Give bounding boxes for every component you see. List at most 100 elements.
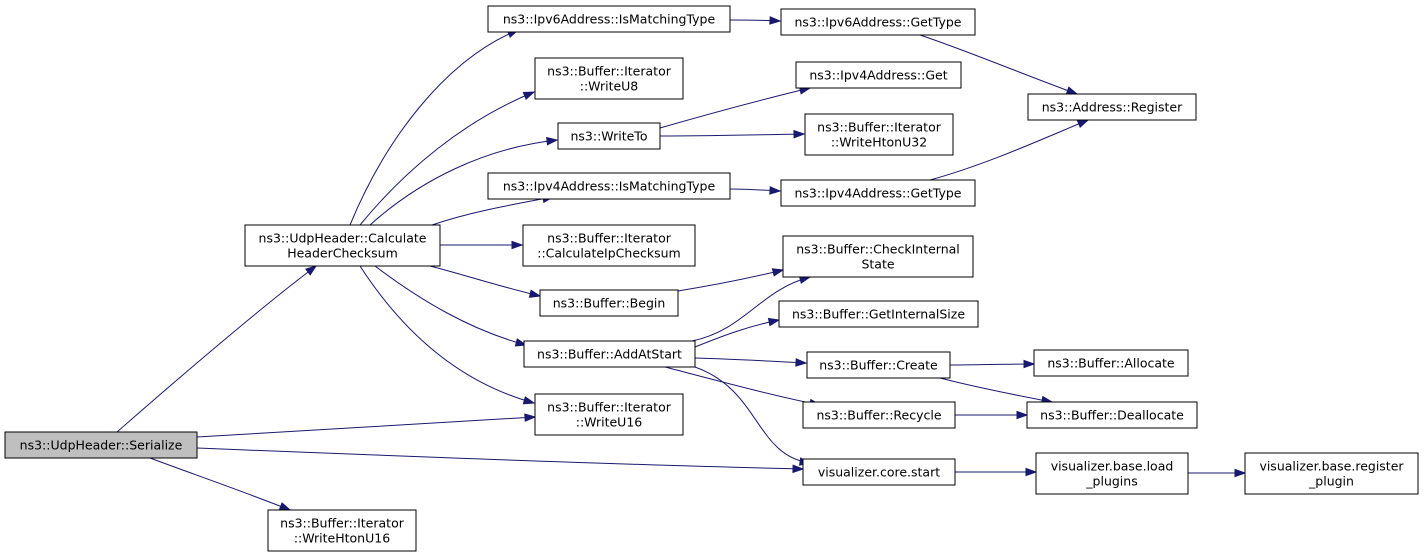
node-label: ns3::Ipv4Address::IsMatchingType [503, 179, 716, 194]
node-writeu8[interactable]: ns3::Buffer::Iterator::WriteU8 [534, 57, 684, 100]
node-label: ns3::WriteTo [571, 129, 648, 144]
edge-line [196, 447, 804, 470]
node-label: ns3::Buffer::CheckInternal [796, 242, 960, 257]
edge-line [349, 29, 519, 226]
node-box [557, 122, 661, 150]
node-box [780, 179, 976, 207]
arrowhead-icon [524, 413, 537, 422]
arrowhead-icon [522, 396, 536, 405]
node-writehtonu32[interactable]: ns3::Buffer::Iterator::WriteHtonU32 [804, 113, 954, 156]
node-getinternalsize[interactable]: ns3::Buffer::GetInternalSize [778, 300, 979, 328]
edge-calcsum-to-ipv4match [431, 194, 555, 226]
node-writeu16[interactable]: ns3::Buffer::Iterator::WriteU16 [534, 393, 684, 436]
node-box [804, 113, 954, 156]
node-label: ::WriteU8 [580, 79, 639, 94]
node-writehtonu16[interactable]: ns3::Buffer::Iterator::WriteHtonU16 [267, 509, 417, 552]
edge-line [196, 416, 536, 438]
node-label: ns3::Buffer::Allocate [1047, 356, 1175, 371]
edge-addatstart-to-recycle [664, 366, 822, 408]
edge-line [116, 265, 317, 433]
node-loadplugins[interactable]: visualizer.base.load_plugins [1035, 452, 1189, 495]
node-label: ns3::Buffer::GetInternalSize [792, 307, 965, 322]
node-label: ns3::Buffer::Iterator [280, 516, 405, 531]
node-label: visualizer.base.register [1259, 459, 1404, 474]
edge-addatstart-to-create [694, 357, 808, 367]
arrowhead-icon [771, 268, 785, 277]
node-label: ns3::Ipv6Address::GetType [795, 15, 962, 30]
arrowhead-icon [522, 91, 536, 100]
edge-line [919, 34, 1078, 95]
node-writeto[interactable]: ns3::WriteTo [557, 122, 661, 150]
node-box [1027, 93, 1197, 121]
edge-calcsum-to-writeu16 [359, 265, 536, 405]
node-ipv4match[interactable]: ns3::Ipv4Address::IsMatchingType [487, 172, 731, 200]
edge-calcsum-to-writeto [369, 136, 559, 226]
node-box [802, 401, 956, 429]
edge-ipv6match-to-ipv6gettype [729, 16, 782, 25]
node-box [523, 340, 696, 368]
arrowhead-icon [1023, 359, 1036, 369]
node-recycle[interactable]: ns3::Buffer::Recycle [802, 401, 956, 429]
node-box [534, 393, 684, 436]
node-box [4, 431, 198, 459]
node-ipv6match[interactable]: ns3::Ipv6Address::IsMatchingType [487, 5, 731, 33]
edge-ipv4gettype-to-register [929, 119, 1090, 181]
node-label: ::CalculateIpChecksum [537, 246, 681, 261]
node-allocate[interactable]: ns3::Buffer::Allocate [1033, 349, 1189, 377]
edge-line [374, 265, 527, 346]
node-box [778, 300, 979, 328]
node-label: ns3::Buffer::AddAtStart [537, 347, 682, 362]
arrowhead-icon [1076, 119, 1090, 129]
edge-line [359, 265, 535, 404]
edge-ipv4match-to-ipv4gettype [729, 186, 782, 195]
edge-vcstart-to-loadplugins [955, 467, 1038, 477]
node-label: ns3::UdpHeader::Calculate [259, 231, 427, 246]
node-ipv6gettype[interactable]: ns3::Ipv6Address::GetType [780, 8, 976, 36]
node-label: ns3::Buffer::Create [819, 358, 938, 373]
node-label: ns3::Buffer::Iterator [547, 231, 672, 246]
node-register[interactable]: ns3::Address::Register [1027, 93, 1197, 121]
node-label: ns3::Ipv4Address::Get [809, 68, 947, 83]
node-create[interactable]: ns3::Buffer::Create [806, 351, 951, 379]
edge-line [359, 91, 535, 226]
node-begin[interactable]: ns3::Buffer::Begin [539, 289, 679, 317]
node-box [1035, 452, 1189, 495]
edge-line [659, 87, 811, 129]
edge-line [369, 139, 558, 226]
edge-calcsum-to-writeu8 [359, 91, 536, 226]
node-ipv4gettype[interactable]: ns3::Ipv4Address::GetType [780, 179, 976, 207]
arrowhead-icon [769, 16, 782, 25]
edge-writeto-to-writehtonu32 [659, 129, 806, 139]
edge-line [691, 276, 811, 342]
arrowhead-icon [305, 265, 318, 276]
node-vcstart[interactable]: visualizer.core.start [802, 458, 956, 486]
node-ipv4get[interactable]: ns3::Ipv4Address::Get [795, 61, 962, 89]
node-label: ns3::Buffer::Begin [553, 296, 666, 311]
arrowhead-icon [1025, 467, 1038, 477]
node-box [522, 224, 696, 267]
edge-serialize-to-writeu16 [196, 413, 537, 438]
edge-line [659, 133, 805, 137]
arrowhead-icon [1234, 468, 1247, 478]
node-addatstart[interactable]: ns3::Buffer::AddAtStart [523, 340, 696, 368]
edge-recycle-to-deallocate [955, 410, 1029, 420]
edge-line [694, 357, 807, 364]
node-label: HeaderChecksum [287, 246, 398, 261]
edge-line [694, 366, 811, 464]
arrowhead-icon [1016, 410, 1029, 420]
node-deallocate[interactable]: ns3::Buffer::Deallocate [1026, 401, 1198, 429]
node-serialize[interactable]: ns3::UdpHeader::Serialize [4, 431, 198, 459]
edge-begin-to-checkinternal [677, 268, 785, 292]
edge-line [431, 196, 554, 226]
edge-serialize-to-vcstart [196, 447, 805, 474]
node-registerplugin[interactable]: visualizer.base.register_plugin [1244, 452, 1419, 495]
node-label: ::WriteHtonU32 [831, 135, 927, 150]
node-calcip[interactable]: ns3::Buffer::Iterator::CalculateIpChecks… [522, 224, 696, 267]
edge-line [949, 363, 1035, 366]
edge-calcsum-to-begin [429, 265, 542, 298]
node-label: State [861, 257, 894, 272]
arrowhead-icon [1065, 86, 1079, 95]
